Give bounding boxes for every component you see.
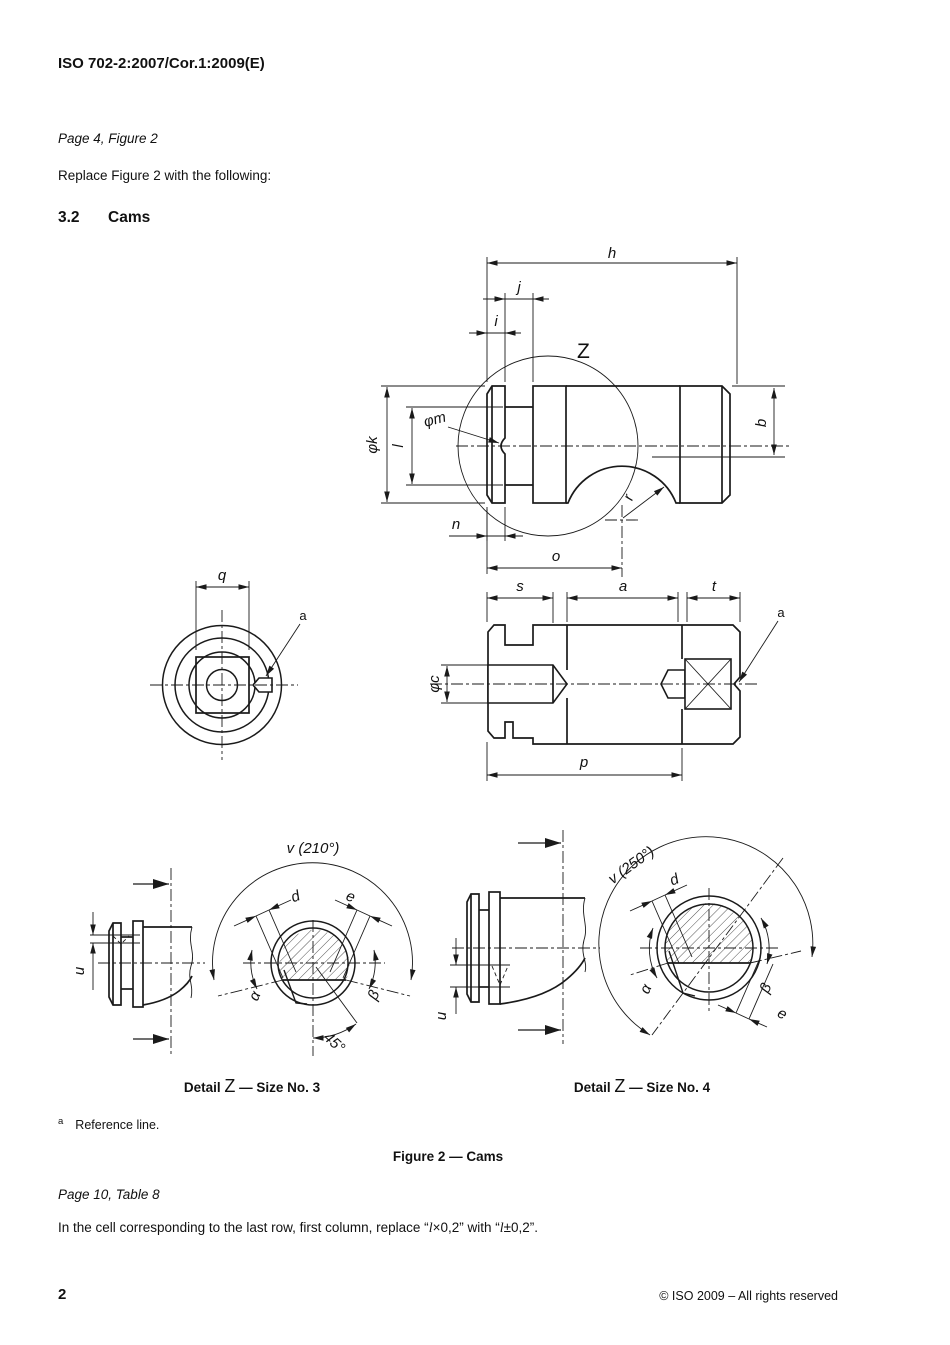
detail4-caption-prefix: Detail	[573, 1080, 615, 1095]
figure-caption: Figure 2 — Cams	[392, 1149, 504, 1164]
dim-label-45deg: 45°	[320, 1029, 348, 1057]
cam-end-view: q a	[150, 567, 307, 760]
detail4-caption-suffix: — Size No. 4	[625, 1080, 711, 1095]
dim-label-phi-c: φc	[426, 675, 443, 693]
replacement-instruction: In the cell corresponding to the last ro…	[58, 1220, 538, 1237]
detail-z-size-3: u v (210°) d e α β 45°	[71, 840, 416, 1057]
dim-label-i: i	[494, 313, 498, 330]
dim-label-e-detail3: e	[344, 887, 358, 906]
dim-label-d-detail3: d	[289, 887, 303, 906]
dim-label-q: q	[218, 567, 227, 584]
dim-label-alpha-detail4: α	[636, 981, 655, 996]
detail4-caption: Detail Z — Size No. 4	[552, 1077, 732, 1095]
replacement-text-3: ±0,2”.	[503, 1220, 539, 1235]
dim-label-s: s	[516, 578, 524, 595]
dim-label-h: h	[608, 245, 616, 262]
detail3-caption-prefix: Detail	[183, 1080, 225, 1095]
footnote: a Reference line.	[58, 1116, 159, 1132]
dim-label-beta-detail4: β	[756, 980, 776, 996]
detail3-caption-z: Z	[224, 1076, 236, 1096]
detail3-caption: Detail Z — Size No. 3	[162, 1077, 342, 1095]
detail4-caption-z: Z	[614, 1076, 626, 1096]
dim-label-a: a	[619, 578, 627, 595]
dim-label-beta-detail3: β	[364, 987, 384, 1003]
reference-line-label-a-right: a	[777, 605, 785, 620]
footnote-marker: a	[58, 1116, 64, 1127]
footnote-text: Reference line.	[75, 1118, 160, 1133]
dim-label-r: r	[620, 491, 638, 502]
replacement-text-2: ×0,2” with “	[432, 1220, 500, 1235]
page-reference-note: Page 4, Figure 2	[58, 131, 158, 146]
dim-label-phi-k: φk	[364, 435, 381, 454]
dim-label-phi-m: φm	[422, 409, 448, 431]
dim-label-b: b	[753, 419, 770, 427]
dim-label-p: p	[579, 754, 588, 771]
section-title: Cams	[108, 209, 151, 226]
replacement-text-1: In the cell corresponding to the last ro…	[58, 1220, 429, 1235]
cam-section-view: s a t φc p a	[426, 578, 785, 781]
dim-label-u-detail4: u	[433, 1011, 450, 1020]
dim-label-d-detail4: d	[667, 870, 682, 889]
symbol-l-1: l	[428, 1221, 433, 1236]
dim-label-u-detail3: u	[71, 966, 88, 975]
dim-label-alpha-detail3: α	[245, 988, 264, 1003]
cam-side-view: Z h j i φk l φm b	[364, 245, 792, 577]
detail-z-size-4: u v (250°) d e α β	[433, 830, 817, 1044]
dim-label-t: t	[712, 578, 717, 595]
dim-label-v250: v (250°)	[605, 843, 658, 888]
instruction-text: Replace Figure 2 with the following:	[58, 168, 272, 183]
detail3-caption-suffix: — Size No. 3	[235, 1080, 321, 1095]
copyright-notice: © ISO 2009 – All rights reserved	[659, 1289, 838, 1303]
dim-label-j: j	[515, 279, 521, 296]
reference-line-label-a-left: a	[299, 608, 307, 623]
section-number: 3.2	[58, 209, 80, 226]
dim-label-l: l	[390, 444, 407, 448]
dim-label-v210: v (210°)	[287, 840, 340, 857]
table-reference-note: Page 10, Table 8	[58, 1187, 160, 1202]
dim-label-e-detail4: e	[774, 1005, 789, 1024]
dim-label-n: n	[452, 516, 460, 533]
dim-label-o: o	[552, 548, 560, 565]
document-header: ISO 702-2:2007/Cor.1:2009(E)	[58, 55, 265, 72]
detail-z-marker: Z	[577, 340, 590, 363]
symbol-l-2: l	[499, 1221, 504, 1236]
section-heading: 3.2 Cams	[58, 209, 150, 227]
page-number: 2	[58, 1286, 67, 1303]
